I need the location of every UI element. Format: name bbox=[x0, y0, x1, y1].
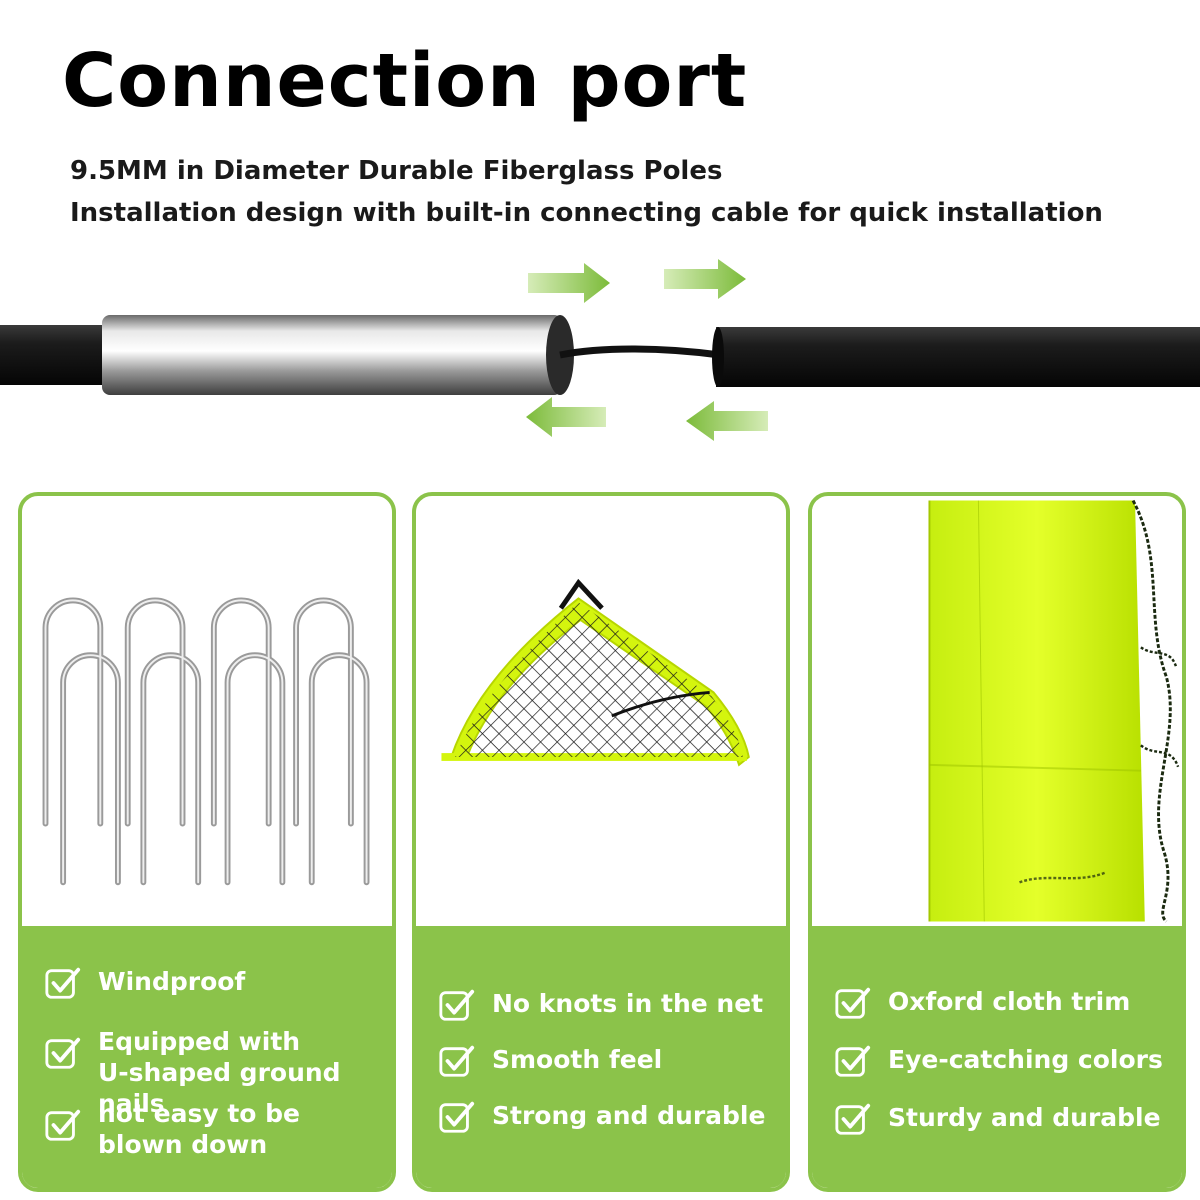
metal-ferrule bbox=[102, 315, 562, 395]
card-corner-net: No knots in the net Smooth feel Strong a… bbox=[412, 492, 790, 1192]
cloth-strip bbox=[929, 500, 1145, 922]
feature-item: Smooth feel bbox=[438, 1044, 662, 1080]
checkbox-check-icon bbox=[45, 1109, 81, 1141]
checkbox-check-icon bbox=[45, 967, 81, 999]
subtitle-diameter: 9.5MM in Diameter Durable Fiberglass Pol… bbox=[70, 156, 723, 186]
checkbox-check-icon bbox=[439, 1045, 475, 1077]
subtitle-installation: Installation design with built-in connec… bbox=[70, 198, 1103, 228]
checkbox-check-icon bbox=[45, 1037, 81, 1069]
checkbox-check-icon bbox=[835, 1103, 871, 1135]
left-pole bbox=[0, 325, 120, 385]
page-title: Connection port bbox=[62, 38, 748, 124]
arrow-left-icon bbox=[686, 401, 768, 441]
net-handle bbox=[558, 578, 604, 610]
card-ground-nails: Windproof Equipped with U-shaped ground … bbox=[18, 492, 396, 1192]
feature-panel: Windproof Equipped with U-shaped ground … bbox=[22, 926, 392, 1188]
feature-item: Windproof bbox=[44, 966, 245, 1002]
oxford-cloth-trim-image bbox=[812, 499, 1182, 923]
pole-connection-illustration bbox=[0, 259, 1200, 441]
feature-item: Oxford cloth trim bbox=[834, 986, 1130, 1022]
arrow-left-icon bbox=[526, 397, 606, 437]
checkbox-check-icon bbox=[835, 1045, 871, 1077]
feature-panel: Oxford cloth trim Eye-catching colors St… bbox=[812, 926, 1182, 1188]
connecting-cable bbox=[559, 345, 721, 359]
checkbox-check-icon bbox=[835, 987, 871, 1019]
card-oxford-cloth: Oxford cloth trim Eye-catching colors St… bbox=[808, 492, 1186, 1192]
feature-item: Equipped with U-shaped ground nails bbox=[44, 1026, 392, 1119]
feature-panel: No knots in the net Smooth feel Strong a… bbox=[416, 926, 786, 1188]
corner-net-image bbox=[441, 578, 750, 767]
feature-item: not easy to be blown down bbox=[44, 1098, 300, 1160]
feature-item: Sturdy and durable bbox=[834, 1102, 1161, 1138]
net-rope bbox=[1131, 499, 1172, 923]
feature-item: Eye-catching colors bbox=[834, 1044, 1163, 1080]
right-pole bbox=[716, 327, 1200, 387]
feature-item: Strong and durable bbox=[438, 1100, 765, 1136]
u-shaped-ground-nails-image bbox=[42, 597, 370, 886]
checkbox-check-icon bbox=[439, 1101, 475, 1133]
feature-item: No knots in the net bbox=[438, 988, 763, 1024]
arrow-right-icon bbox=[664, 259, 746, 299]
checkbox-check-icon bbox=[439, 989, 475, 1021]
arrow-right-icon bbox=[528, 263, 610, 303]
